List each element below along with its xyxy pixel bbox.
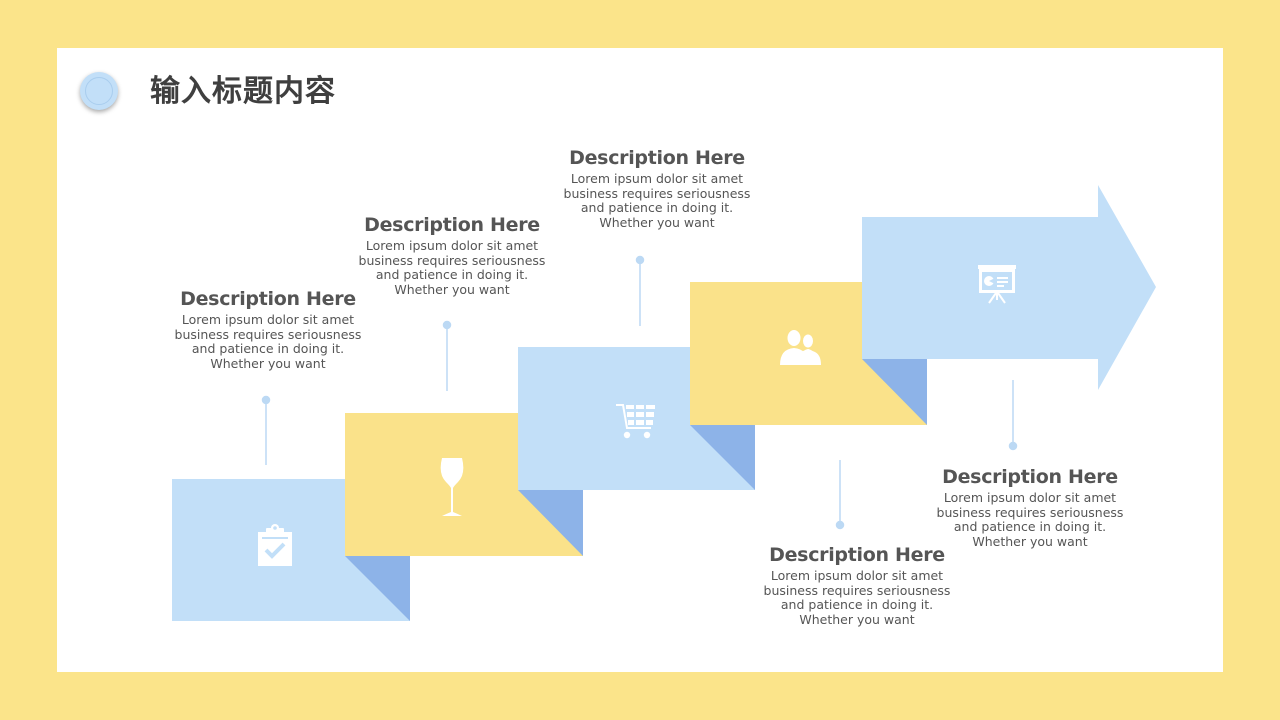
connector-lines (261, 255, 1018, 530)
shopping-cart-icon (616, 404, 655, 439)
step-3-description: Description Here Lorem ipsum dolor sit a… (547, 146, 767, 230)
users-icon (780, 330, 821, 365)
step-2-title: Description Here (364, 214, 540, 236)
step-4-title: Description Here (769, 544, 945, 566)
step-3-title: Description Here (569, 147, 745, 169)
step-5-title: Description Here (942, 466, 1118, 488)
step-5-text: Lorem ipsum dolor sit amet business requ… (936, 490, 1124, 549)
clipboard-check-icon (258, 524, 292, 566)
step-5-description: Description Here Lorem ipsum dolor sit a… (920, 465, 1140, 549)
step-2-text: Lorem ipsum dolor sit amet business requ… (358, 238, 546, 297)
step-1-title: Description Here (180, 288, 356, 310)
step-2-description: Description Here Lorem ipsum dolor sit a… (342, 213, 562, 297)
step-4-description: Description Here Lorem ipsum dolor sit a… (747, 543, 967, 627)
presentation-board-icon (978, 265, 1016, 304)
step-1-text: Lorem ipsum dolor sit amet business requ… (174, 312, 362, 371)
step-4-text: Lorem ipsum dolor sit amet business requ… (763, 568, 951, 627)
step-1-description: Description Here Lorem ipsum dolor sit a… (158, 287, 378, 371)
step-3-text: Lorem ipsum dolor sit amet business requ… (563, 171, 751, 230)
wine-glass-icon (440, 458, 464, 516)
title-bullet-icon (80, 72, 118, 110)
slide-title: 输入标题内容 (150, 74, 336, 109)
